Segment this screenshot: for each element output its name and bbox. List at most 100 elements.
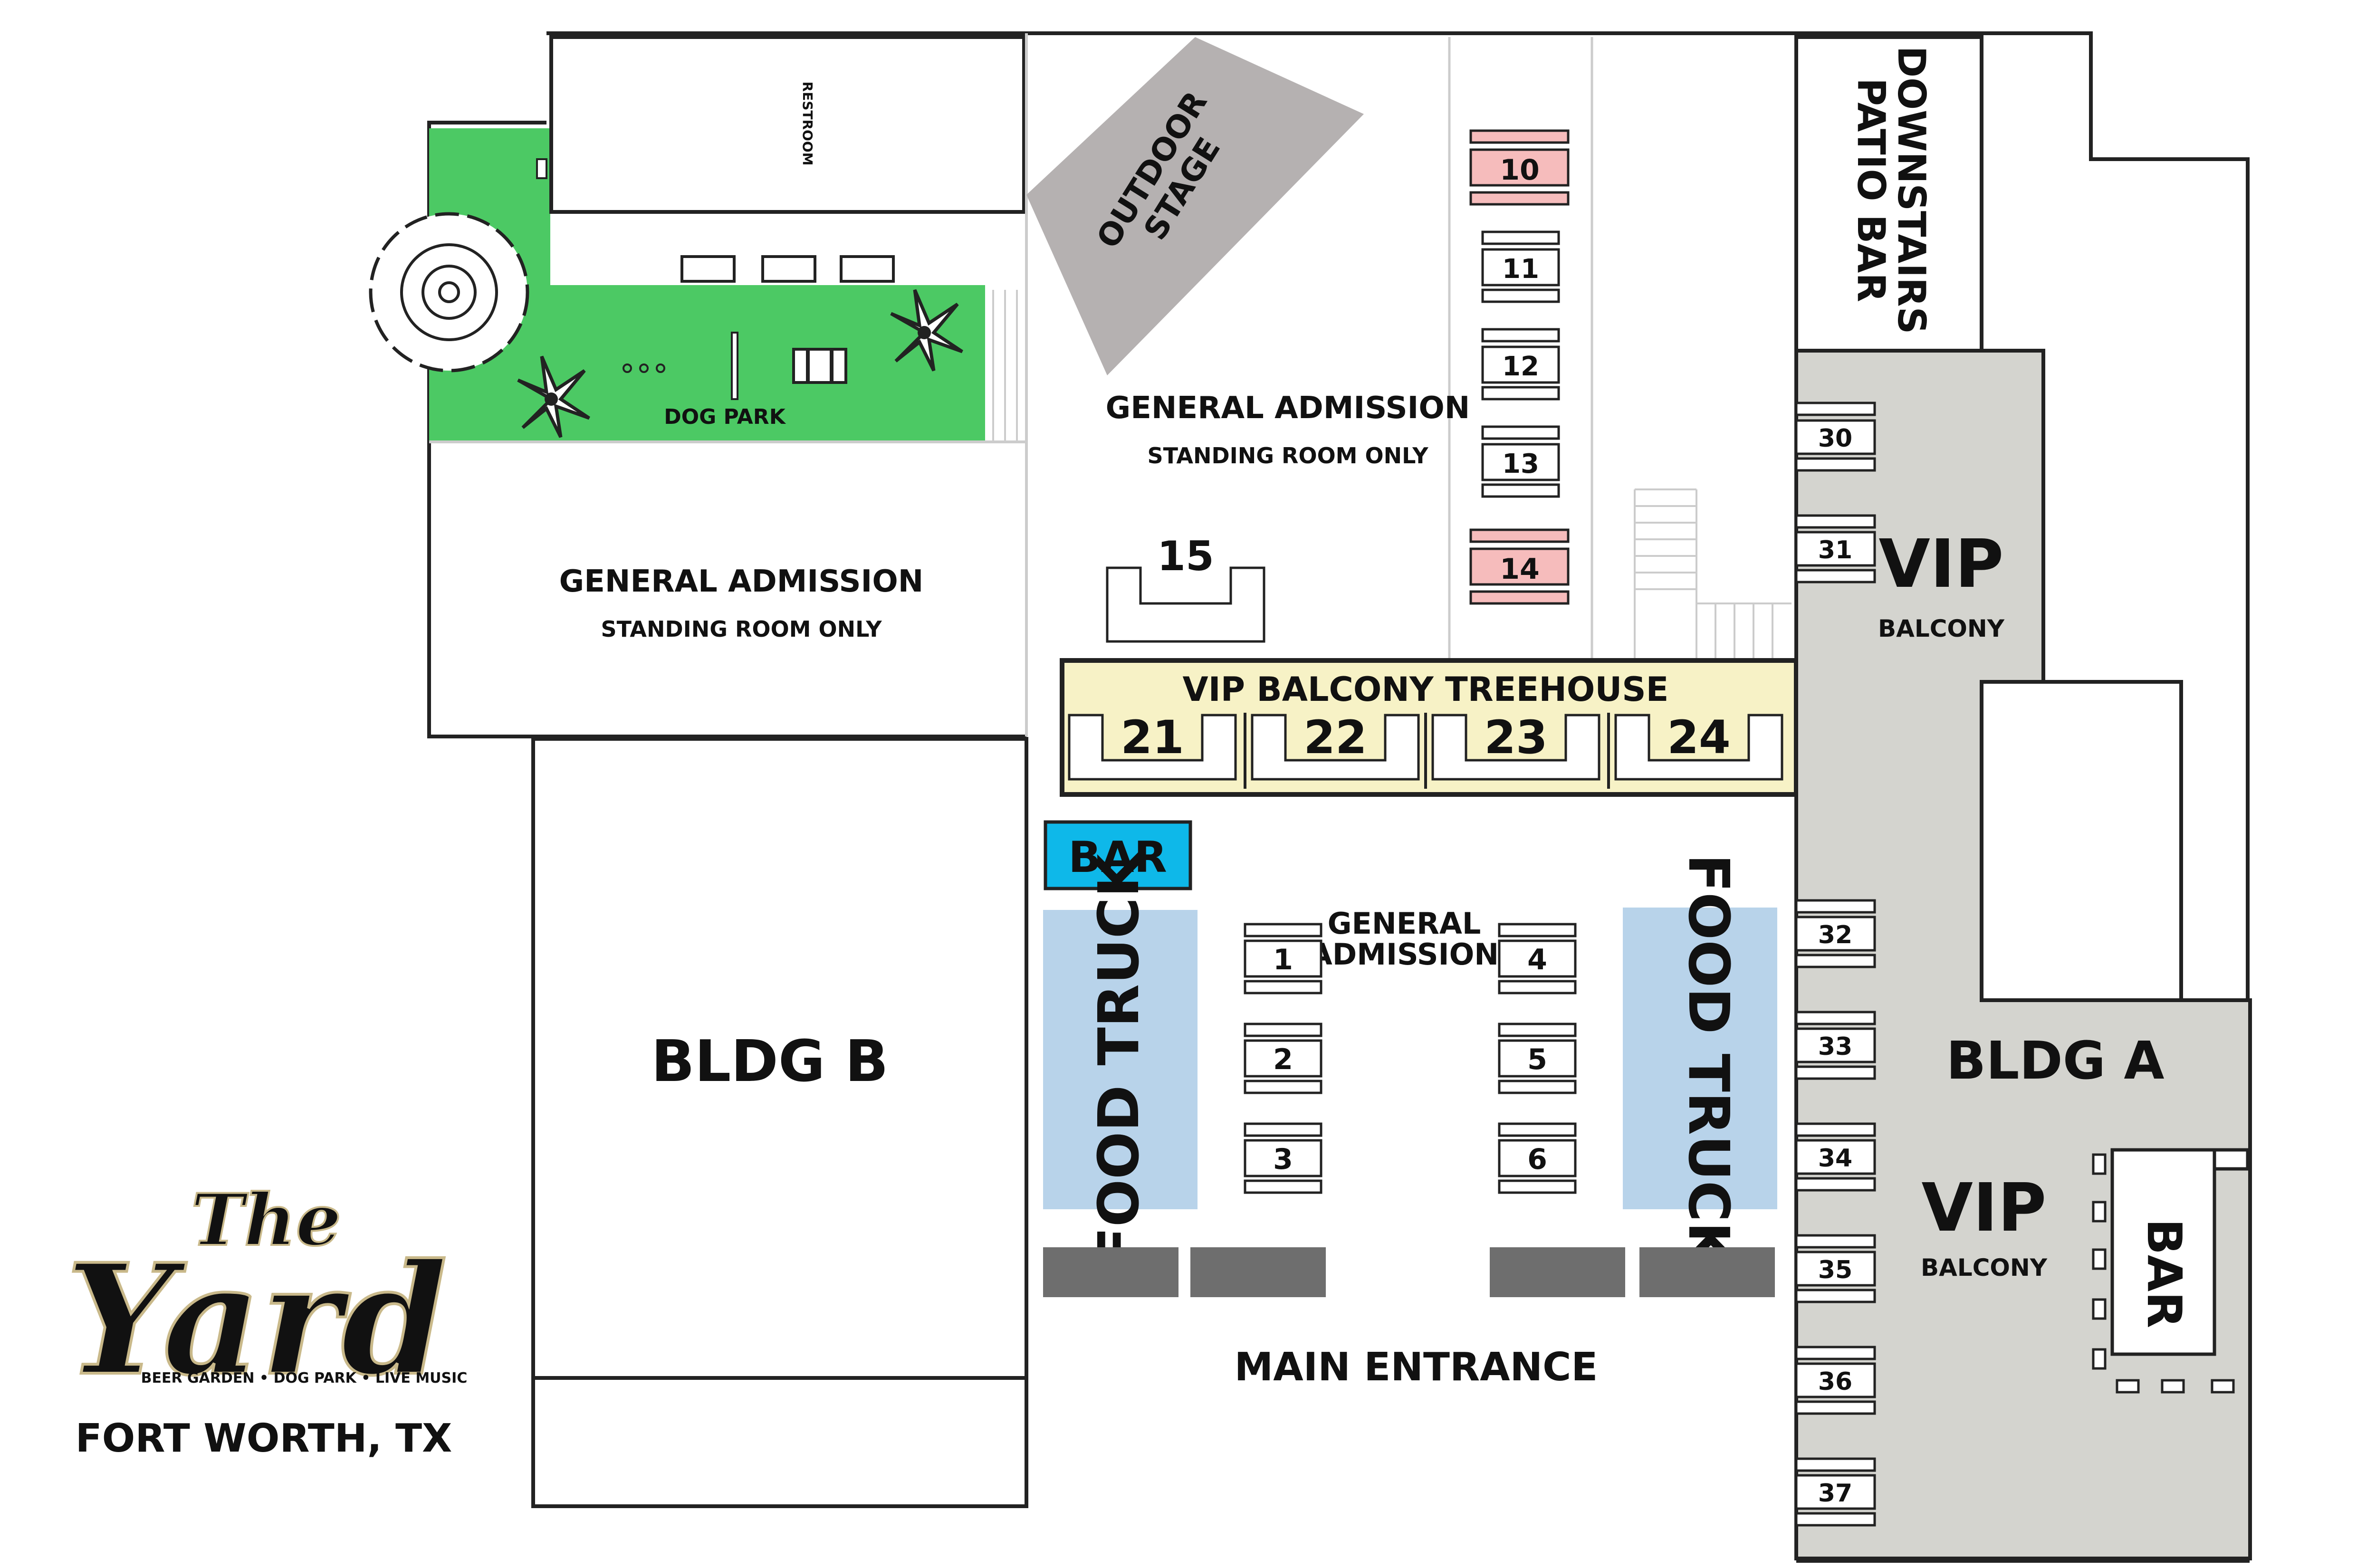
table-13-label: 13 — [1502, 449, 1539, 479]
table-10[interactable]: 10 — [1469, 129, 1570, 206]
table-1-label: 1 — [1273, 943, 1293, 976]
table-22[interactable]: 22 — [1251, 711, 1420, 781]
treehouse-label: VIP BALCONY TREEHOUSE — [1183, 670, 1669, 709]
table-10-label: 10 — [1500, 153, 1540, 187]
food-truck-right[interactable]: FOOD TRUCK — [1623, 854, 1777, 1267]
table-33-label: 33 — [1818, 1033, 1852, 1061]
bar-stool — [2092, 1153, 2107, 1175]
table-2[interactable]: 2 — [1244, 1023, 1322, 1094]
bldg-b-label: BLDG B — [651, 1029, 888, 1095]
vip-bottom-sub: BALCONY — [1921, 1254, 2048, 1281]
table-37-label: 37 — [1818, 1479, 1852, 1508]
table-11[interactable]: 11 — [1481, 230, 1560, 303]
bar-stool — [2092, 1298, 2107, 1320]
table-31[interactable]: 31 — [1795, 514, 1876, 583]
location-label: FORT WORTH, TX — [76, 1416, 452, 1461]
table-14[interactable]: 14 — [1469, 528, 1570, 605]
downstairs-label: DOWNSTAIRS — [1889, 46, 1934, 334]
the-yard-logo: The Yard BEER GARDEN • DOG PARK • LIVE M… — [64, 1177, 468, 1461]
bar-blue[interactable]: BAR — [1044, 820, 1192, 890]
table-34[interactable]: 34 — [1795, 1122, 1876, 1192]
table-2-label: 2 — [1273, 1043, 1293, 1076]
bar-stool — [2092, 1348, 2107, 1370]
table-6[interactable]: 6 — [1498, 1122, 1577, 1194]
bar-blue-label: BAR — [1068, 832, 1167, 882]
bench — [680, 255, 736, 283]
restroom-label: RESTROOM — [800, 82, 815, 166]
logo-tagline: BEER GARDEN • DOG PARK • LIVE MUSIC — [141, 1370, 468, 1386]
food-truck-left[interactable]: FOOD TRUCK — [1043, 852, 1198, 1265]
table-23-label: 23 — [1484, 711, 1548, 764]
ga-mid-subtitle: STANDING ROOM ONLY — [1147, 443, 1428, 468]
ga-center-label: ADMISSION — [1310, 937, 1499, 972]
table-21-label: 21 — [1121, 711, 1184, 764]
table-14-label: 14 — [1500, 553, 1540, 586]
table-36-label: 36 — [1818, 1367, 1852, 1396]
bench — [761, 255, 816, 283]
table-12-label: 12 — [1502, 351, 1539, 382]
table-13[interactable]: 13 — [1481, 425, 1560, 498]
table-5-label: 5 — [1527, 1043, 1547, 1076]
bar-stool — [2161, 1379, 2185, 1394]
ga-left-subtitle: STANDING ROOM ONLY — [601, 616, 882, 642]
table-3-label: 3 — [1273, 1143, 1293, 1176]
restroom-building: RESTROOM — [549, 35, 1026, 214]
table-6-label: 6 — [1527, 1143, 1547, 1176]
table-12[interactable]: 12 — [1481, 328, 1560, 401]
bar-stool — [2211, 1379, 2235, 1394]
stairs — [1634, 488, 1792, 660]
table-30-label: 30 — [1818, 424, 1852, 453]
table-32[interactable]: 32 — [1795, 899, 1876, 968]
table-33[interactable]: 33 — [1795, 1011, 1876, 1080]
table-24[interactable]: 24 — [1614, 711, 1783, 781]
table-32-label: 32 — [1818, 921, 1852, 949]
bldg-a-label: BLDG A — [1946, 1030, 2165, 1091]
table-15-label: 15 — [1157, 533, 1214, 580]
table-31-label: 31 — [1818, 536, 1852, 564]
table-24-label: 24 — [1667, 711, 1731, 764]
table-35-label: 35 — [1818, 1256, 1852, 1284]
logo-yard: Yard — [66, 1231, 447, 1409]
center-ga-area: BAR FOOD TRUCK FOOD TRUCK GENERAL ADMISS… — [1025, 794, 1798, 1506]
outdoor-stage — [1026, 37, 1364, 375]
bldg-a: VIP BALCONY BLDG A VIP BALCONY BAR 30 — [1794, 349, 2252, 1560]
vip-top-sub: BALCONY — [1878, 615, 2005, 642]
dog-park-label: DOG PARK — [664, 405, 786, 429]
table-35[interactable]: 35 — [1795, 1234, 1876, 1303]
table-4[interactable]: 4 — [1498, 923, 1577, 994]
vip-bottom-label: VIP — [1921, 1169, 2046, 1247]
palm-tree-icon — [517, 355, 590, 438]
table-37[interactable]: 37 — [1795, 1457, 1876, 1527]
stage-area: OUTDOOR STAGE GENERAL ADMISSION STANDING… — [546, 31, 2250, 1563]
bldg-b: BLDG B — [531, 737, 1028, 1508]
main-entrance-label[interactable]: MAIN ENTRANCE — [1235, 1345, 1598, 1390]
bar-right-label: BAR — [2136, 1219, 2192, 1329]
bar-right[interactable]: BAR — [2092, 1148, 2250, 1394]
table-3[interactable]: 3 — [1244, 1122, 1322, 1194]
entrance-barrier — [1490, 1247, 1625, 1297]
entrance-barrier — [1639, 1247, 1775, 1297]
entrance-barrier — [1043, 1247, 1178, 1297]
table-34-label: 34 — [1818, 1144, 1852, 1173]
palm-tree-icon — [890, 289, 963, 372]
agility-jump — [792, 348, 847, 384]
left-ga-area: DOG PARK GENERAL ADMISSI — [369, 121, 1026, 738]
vip-treehouse: VIP BALCONY TREEHOUSE 21 22 23 24 — [1060, 658, 1799, 797]
table-22-label: 22 — [1303, 711, 1367, 764]
splash-pad-icon — [369, 212, 529, 373]
ga-mid-title: GENERAL ADMISSION — [1106, 391, 1470, 426]
table-5[interactable]: 5 — [1498, 1023, 1577, 1094]
ga-center-label: GENERAL — [1328, 906, 1481, 941]
table-1[interactable]: 1 — [1244, 923, 1322, 994]
table-15[interactable]: 15 — [1106, 533, 1265, 643]
entrance-barrier — [1190, 1247, 1326, 1297]
table-21[interactable]: 21 — [1068, 711, 1237, 781]
vip-top-label: VIP — [1878, 526, 2003, 603]
food-truck-right-label: FOOD TRUCK — [1676, 854, 1742, 1267]
downstairs-label: PATIO BAR — [1849, 78, 1893, 302]
table-30[interactable]: 30 — [1795, 402, 1876, 472]
table-36[interactable]: 36 — [1795, 1346, 1876, 1415]
bar-stool — [2092, 1201, 2107, 1223]
table-23[interactable]: 23 — [1431, 711, 1600, 781]
